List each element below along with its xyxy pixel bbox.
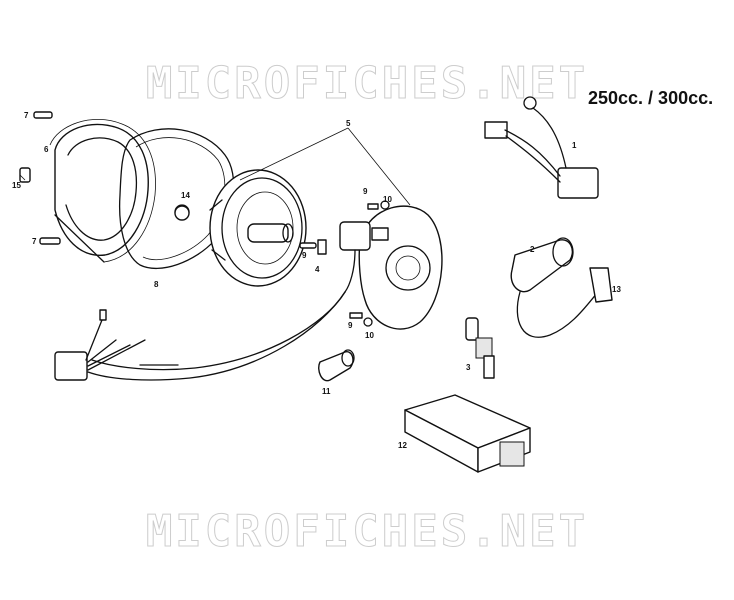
callout-11: 11	[322, 387, 331, 396]
callout-7b: 7	[32, 237, 37, 246]
cdi-unit-12	[404, 394, 531, 473]
callout-8: 8	[154, 280, 159, 289]
wire-harness	[54, 291, 346, 381]
leader-lines	[19, 127, 411, 206]
regulator-1	[484, 96, 599, 199]
bolts-7	[19, 111, 61, 245]
callout-14: 14	[181, 191, 190, 200]
callout-15: 15	[12, 181, 21, 190]
callout-4: 4	[315, 265, 320, 274]
ignition-coil-2	[510, 237, 613, 338]
callout-13: 13	[612, 285, 621, 294]
callout-9c: 9	[348, 321, 353, 330]
callout-5: 5	[346, 119, 351, 128]
callout-numbers: 1 2 3 4 5 6 7 7 8 9 9 9 10 10 11 12 13 1…	[12, 111, 621, 450]
callout-3: 3	[466, 363, 471, 372]
callout-7a: 7	[24, 111, 29, 120]
engine-size-title: 250cc. / 300cc.	[588, 88, 714, 108]
callout-2: 2	[530, 245, 535, 254]
stator-plate	[339, 205, 443, 330]
spark-plug-3	[465, 317, 495, 379]
small-hardware	[174, 200, 390, 327]
callout-1: 1	[572, 141, 577, 150]
cover-part-6	[49, 119, 156, 263]
callout-9b: 9	[363, 187, 368, 196]
callout-10b: 10	[365, 331, 374, 340]
callout-9a: 9	[302, 251, 307, 260]
rotor-flywheel	[209, 169, 307, 287]
callout-10a: 10	[383, 195, 392, 204]
part-11-sleeve	[318, 349, 355, 382]
callout-6: 6	[44, 145, 49, 154]
callout-12: 12	[398, 441, 407, 450]
